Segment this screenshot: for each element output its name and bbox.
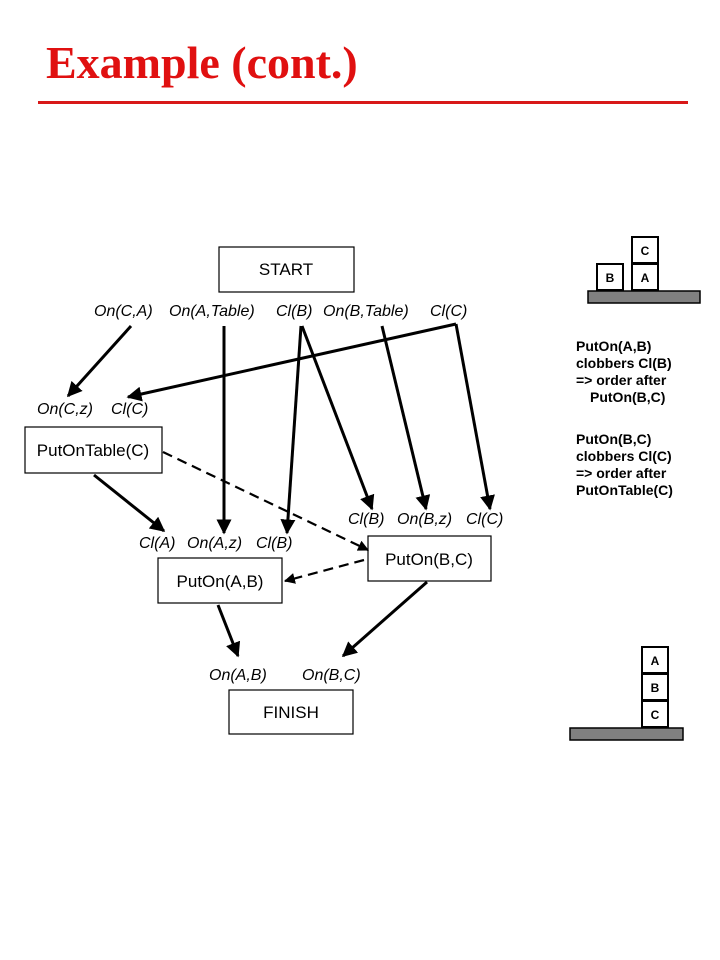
cond-ab-cl-b: Cl(B) — [256, 535, 292, 552]
note-1-line-1: PutOn(A,B) — [576, 338, 651, 354]
link-cl-c-to-pot-cl-c — [126, 322, 457, 402]
goal-block-c-label: C — [651, 708, 660, 722]
link-on-c-a-to-on-c-z — [66, 324, 133, 398]
cond-bc-on-b-z: On(B,z) — [397, 511, 452, 528]
goal-block-b — [641, 673, 669, 701]
note-1-line-3: => order after — [576, 372, 667, 388]
link-cl-b-to-ab-cl-b — [280, 325, 303, 535]
cond-pot-on-c-z: On(C,z) — [37, 401, 93, 418]
block-c-label: C — [641, 244, 650, 258]
slide-title: Example (cont.) — [46, 37, 358, 88]
node-puton-ab-label: PutOn(A,B) — [177, 572, 264, 591]
goal-block-b-label: B — [651, 681, 660, 695]
cond-start-cl-c: Cl(C) — [430, 303, 467, 320]
goal-block-a-label: A — [651, 654, 660, 668]
node-start-label: START — [259, 260, 313, 279]
node-puton-ab: PutOn(A,B) — [157, 557, 283, 604]
note-1-line-4: PutOn(B,C) — [590, 389, 665, 405]
cond-pot-cl-c: Cl(C) — [111, 401, 148, 418]
cond-start-on-a-table: On(A,Table) — [169, 303, 255, 320]
goal-table — [569, 727, 684, 741]
link-cl-c-to-bc-cl-c — [454, 323, 495, 511]
node-finish-label: FINISH — [263, 703, 319, 722]
note-1-line-2: clobbers Cl(B) — [576, 355, 672, 371]
initial-table — [587, 290, 701, 304]
cond-bc-cl-c: Cl(C) — [466, 511, 503, 528]
block-b-label: B — [606, 271, 615, 285]
cond-ab-on-a-z: On(A,z) — [187, 535, 242, 552]
node-putontable-c-label: PutOnTable(C) — [37, 441, 149, 460]
initial-state-illustration: B A C — [587, 236, 701, 304]
link-puton-bc-to-on-b-c — [341, 580, 428, 658]
node-finish: FINISH — [228, 689, 354, 735]
cond-start-cl-b: Cl(B) — [276, 303, 312, 320]
title-divider — [38, 101, 688, 104]
node-putontable-c: PutOnTable(C) — [24, 426, 163, 474]
block-c — [631, 236, 659, 264]
goal-state-illustration: C B A — [569, 646, 684, 741]
note-2-line-1: PutOn(B,C) — [576, 431, 651, 447]
order-putontable-before-puton-bc — [162, 451, 369, 551]
cond-bc-cl-b: Cl(B) — [348, 511, 384, 528]
link-putontable-to-cl-a — [93, 473, 166, 533]
goal-block-a — [641, 646, 669, 674]
order-puton-bc-before-puton-ab — [283, 558, 365, 584]
link-cl-b-to-bc-cl-b — [300, 325, 375, 511]
cond-start-on-c-a: On(C,A) — [94, 303, 153, 320]
link-on-b-table-to-on-b-z — [380, 325, 431, 511]
note-2-line-2: clobbers Cl(C) — [576, 448, 672, 464]
node-puton-bc-label: PutOn(B,C) — [385, 550, 473, 569]
link-puton-ab-to-on-a-b — [216, 604, 241, 658]
block-a-label: A — [641, 271, 650, 285]
note-2: PutOn(B,C) clobbers Cl(C) => order after… — [576, 431, 673, 498]
cond-ab-cl-a: Cl(A) — [139, 535, 175, 552]
cond-start-on-b-table: On(B,Table) — [323, 303, 409, 320]
note-2-line-4: PutOnTable(C) — [576, 482, 673, 498]
node-puton-bc: PutOn(B,C) — [367, 535, 492, 582]
note-1: PutOn(A,B) clobbers Cl(B) => order after… — [576, 338, 672, 405]
cond-finish-on-a-b: On(A,B) — [209, 667, 267, 684]
note-2-line-3: => order after — [576, 465, 667, 481]
block-b — [596, 263, 624, 291]
cond-finish-on-b-c: On(B,C) — [302, 667, 361, 684]
node-start: START — [218, 246, 355, 293]
